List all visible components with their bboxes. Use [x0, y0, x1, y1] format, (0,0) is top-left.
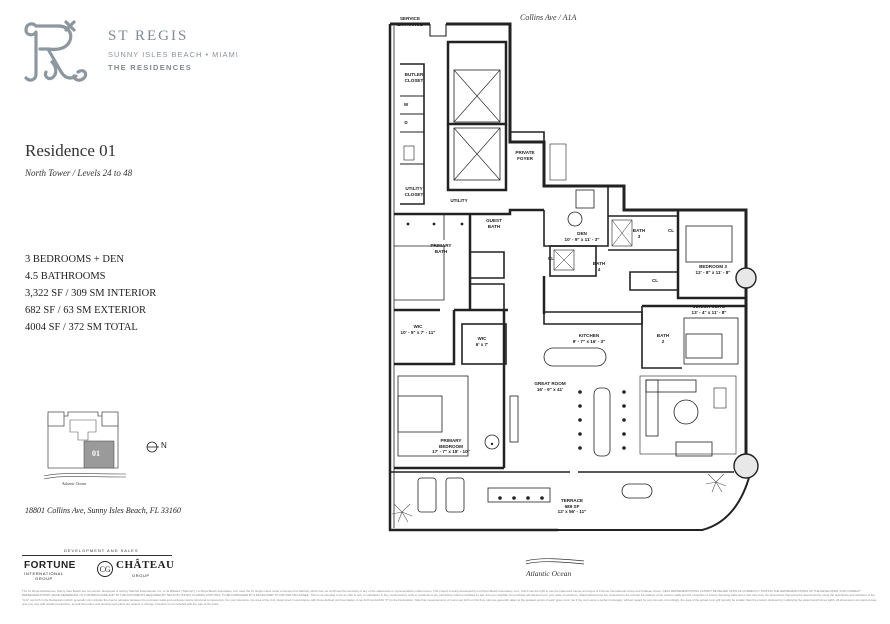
svg-text:CG: CG	[99, 565, 110, 574]
room-dryer: D	[404, 120, 408, 125]
ocean-waves-icon	[525, 558, 585, 565]
fortune-logo: FORTUNE INTERNATIONAL GROUP	[24, 560, 76, 581]
brand-name: ST REGIS	[108, 28, 189, 44]
legal-disclaimer: The St. Regis Residences, Sunny Isles Be…	[22, 589, 877, 607]
spec-list: 3 BEDROOMS + DEN 4.5 BATHROOMS 3,322 SF …	[25, 251, 156, 336]
north-arrow: N	[146, 440, 176, 454]
spec-bedrooms: 3 BEDROOMS + DEN	[25, 254, 124, 265]
brand-tagline: THE RESIDENCES	[108, 63, 193, 72]
chateau-crest-icon: CG	[97, 561, 113, 577]
brand-logo	[22, 18, 104, 84]
address: 18801 Collins Ave, Sunny Isles Beach, FL…	[25, 506, 181, 515]
north-label: N	[161, 441, 167, 450]
spec-interior: 3,322 SF / 309 SM INTERIOR	[25, 288, 157, 299]
key-plan-unit: 01	[92, 449, 100, 458]
residence-subtitle: North Tower / Levels 24 to 48	[25, 168, 133, 178]
st-regis-monogram-icon	[24, 20, 88, 82]
developers-rule	[22, 555, 172, 556]
developers-label: DEVELOPMENT AND SALES	[64, 548, 139, 553]
chateau-logo: CG CHÂTEAU GROUP	[96, 558, 176, 580]
ocean-label: Atlantic Ocean	[526, 569, 572, 578]
floor-plan	[388, 22, 759, 532]
key-plan: 01 Atlantic Ocean	[40, 408, 130, 486]
compass-icon	[146, 441, 159, 453]
room-closet-b: CL	[547, 256, 555, 261]
spec-total: 4004 SF / 372 SM TOTAL	[25, 322, 138, 333]
spec-bathrooms: 4.5 BATHROOMS	[25, 271, 106, 282]
residence-title: Residence 01	[25, 141, 117, 160]
room-closet-c: CL	[651, 278, 659, 283]
room-closet-a: CL	[667, 228, 675, 233]
room-washer: W	[403, 102, 409, 107]
room-utility: UTILITY	[450, 198, 468, 203]
key-plan-ocean: Atlantic Ocean	[62, 481, 87, 486]
spec-exterior: 682 SF / 63 SM EXTERIOR	[25, 305, 147, 316]
brand-location: SUNNY ISLES BEACH • MIAMI	[108, 50, 239, 59]
street-label: Collins Ave / A1A	[520, 13, 577, 22]
